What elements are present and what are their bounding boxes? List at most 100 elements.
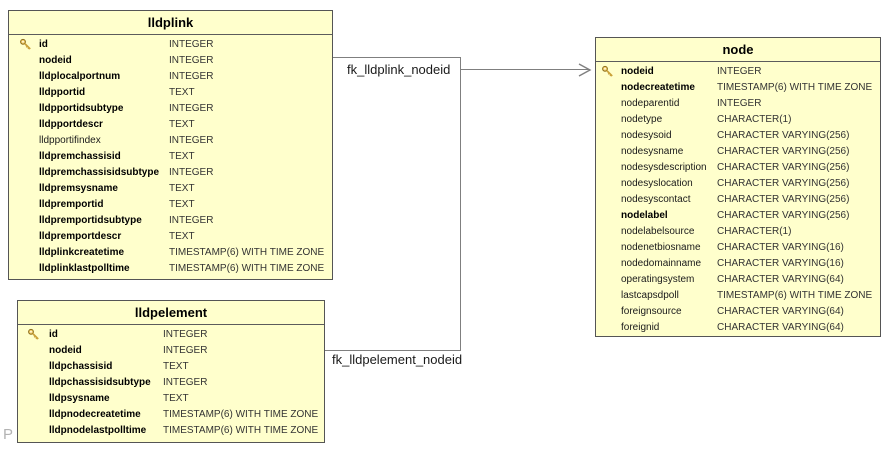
column-type: INTEGER [169, 71, 214, 82]
connector-node-entry [460, 69, 590, 70]
column-name: lldpportifindex [39, 135, 101, 146]
column-name: lldplinklastpolltime [39, 263, 130, 274]
column-type: INTEGER [169, 55, 214, 66]
column-type: CHARACTER VARYING(256) [717, 178, 850, 189]
column-name: foreignsource [621, 306, 682, 317]
column-name: lldpnodelastpolltime [49, 425, 147, 436]
column-row-nodeid: nodeid INTEGER [596, 64, 880, 80]
column-type: CHARACTER VARYING(256) [717, 130, 850, 141]
column-name: lldpremsysname [39, 183, 118, 194]
column-name: lldpremportidsubtype [39, 215, 142, 226]
column-row-id: id INTEGER [18, 327, 324, 343]
column-name: nodedomainname [621, 258, 702, 269]
column-row-foreignsource: foreignsource CHARACTER VARYING(64) [596, 304, 880, 320]
column-name: lldpportidsubtype [39, 103, 124, 114]
column-row-nodesyslocation: nodesyslocation CHARACTER VARYING(256) [596, 176, 880, 192]
column-type: INTEGER [717, 98, 762, 109]
column-name: lldpremchassisidsubtype [39, 167, 160, 178]
column-type: INTEGER [163, 345, 208, 356]
column-type: INTEGER [163, 377, 208, 388]
connector-lldpelement-stub [324, 350, 461, 351]
column-row-nodesysdescription: nodesysdescription CHARACTER VARYING(256) [596, 160, 880, 176]
column-type: INTEGER [169, 135, 214, 146]
column-type: INTEGER [169, 215, 214, 226]
column-name: nodeid [621, 66, 654, 77]
watermark-text: P [3, 426, 14, 443]
column-name: lldpsysname [49, 393, 110, 404]
column-row-lldpremchassisid: lldpremchassisid TEXT [9, 149, 332, 165]
column-type: TEXT [163, 393, 189, 404]
relationship-label-fk-lldplink-nodeid: fk_lldplink_nodeid [345, 62, 453, 77]
column-type: TEXT [169, 151, 195, 162]
column-type: INTEGER [169, 39, 214, 50]
column-name: lldpportdescr [39, 119, 103, 130]
column-type: TIMESTAMP(6) WITH TIME ZONE [169, 247, 325, 258]
column-type: INTEGER [163, 329, 208, 340]
connector-vertical-channel [460, 57, 461, 351]
column-name: nodesyscontact [621, 194, 691, 205]
column-type: TIMESTAMP(6) WITH TIME ZONE [717, 290, 873, 301]
column-row-nodelabelsource: nodelabelsource CHARACTER(1) [596, 224, 880, 240]
column-name: lldpremchassisid [39, 151, 121, 162]
column-type: CHARACTER VARYING(16) [717, 242, 844, 253]
column-type: TEXT [169, 231, 195, 242]
arrowhead-icon [578, 63, 592, 77]
column-name: nodetype [621, 114, 663, 125]
column-type: CHARACTER VARYING(64) [717, 274, 844, 285]
column-row-lldpportdescr: lldpportdescr TEXT [9, 117, 332, 133]
primary-key-icon [20, 38, 31, 50]
column-type: CHARACTER VARYING(16) [717, 258, 844, 269]
column-type: CHARACTER(1) [717, 226, 792, 237]
column-type: TEXT [169, 119, 195, 130]
column-name: nodesysname [621, 146, 684, 157]
column-name: lldpchassisidsubtype [49, 377, 151, 388]
column-type: CHARACTER VARYING(64) [717, 306, 844, 317]
column-type: INTEGER [169, 167, 214, 178]
column-row-lldpsysname: lldpsysname TEXT [18, 391, 324, 407]
column-name: nodesyslocation [621, 178, 693, 189]
column-name: nodelabelsource [621, 226, 695, 237]
column-type: TIMESTAMP(6) WITH TIME ZONE [163, 425, 319, 436]
column-type: CHARACTER VARYING(256) [717, 194, 850, 205]
column-name: id [49, 329, 58, 340]
column-name: lldpremportid [39, 199, 104, 210]
table-title-lldpelement: lldpelement [18, 301, 324, 325]
column-name: lldplinkcreatetime [39, 247, 125, 258]
column-type: INTEGER [717, 66, 762, 77]
column-row-lldpremportidsubtype: lldpremportidsubtype INTEGER [9, 213, 332, 229]
column-type: CHARACTER VARYING(256) [717, 210, 850, 221]
column-type: CHARACTER VARYING(256) [717, 162, 850, 173]
column-type: CHARACTER VARYING(64) [717, 322, 844, 333]
relationship-label-fk-lldpelement-nodeid: fk_lldpelement_nodeid [330, 352, 465, 367]
column-name: foreignid [621, 322, 660, 333]
column-type: TIMESTAMP(6) WITH TIME ZONE [717, 82, 873, 93]
column-row-lldpchassisidsubtype: lldpchassisidsubtype INTEGER [18, 375, 324, 391]
column-row-nodesyscontact: nodesyscontact CHARACTER VARYING(256) [596, 192, 880, 208]
column-row-nodedomainname: nodedomainname CHARACTER VARYING(16) [596, 256, 880, 272]
column-name: nodesysdescription [621, 162, 707, 173]
column-row-foreignid: foreignid CHARACTER VARYING(64) [596, 320, 880, 336]
connector-lldplink-stub [333, 57, 461, 58]
